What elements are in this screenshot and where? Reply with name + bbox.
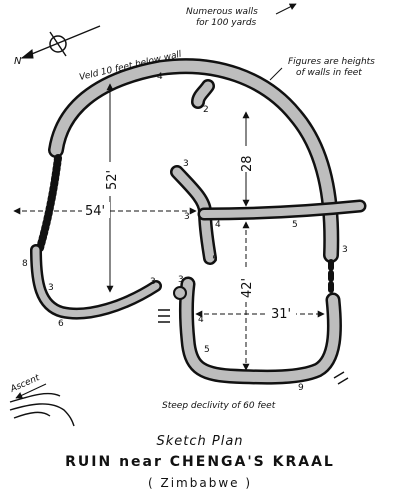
hatched-broken-wall [36, 154, 62, 252]
ascent-path-3 [13, 411, 51, 419]
wall-knob [173, 286, 187, 300]
wall-height-label: 2 [203, 105, 209, 115]
terrain-marks [9, 309, 349, 427]
ascent-path-2 [9, 403, 75, 427]
wall-height-label: 3 [150, 277, 156, 287]
wall-height-label: 6 [58, 319, 64, 329]
wall-height-label: 4 [198, 315, 204, 325]
north-arrow-icon [20, 49, 34, 59]
figures-note-leader [269, 67, 283, 81]
plan-subtitle: Sketch Plan [156, 434, 244, 449]
compass-letter: N [14, 56, 22, 67]
wall-height-label: 4 [215, 220, 221, 230]
wall-height-label: 5 [292, 220, 298, 230]
slope-hatch-left [158, 309, 170, 323]
slope-hatch-right [333, 371, 349, 385]
wall-height-label: 5 [212, 255, 218, 265]
lower-enclosure-wall [179, 276, 342, 385]
dimension-31-label: 31' [271, 307, 291, 322]
figures-note: of walls in feet [296, 68, 362, 78]
wall-height-label: 3 [342, 245, 348, 255]
left-lower-wall [30, 244, 162, 320]
ascent-arrow [15, 383, 47, 399]
walls [30, 58, 367, 385]
plan-location: ( Zimbabwe ) [147, 476, 253, 490]
wall-height-label: 9 [298, 383, 304, 393]
wall-height-label: 3 [48, 283, 54, 293]
compass-circle [49, 35, 67, 53]
dimension-52-label: 52' [105, 170, 120, 190]
compass-rose [20, 25, 101, 59]
numerous-walls-note: for 100 yards [196, 18, 257, 28]
ascent-path-1 [9, 392, 61, 403]
dimension-54-label: 54' [85, 204, 105, 219]
wall-height-label: 5 [204, 345, 210, 355]
ascent-note: Ascent [8, 373, 41, 395]
plan-title: RUIN near CHENGA'S KRAAL [65, 454, 335, 470]
numerous-walls-arrow [275, 3, 297, 15]
dimension-42-label: 42' [240, 278, 255, 298]
steep-declivity-note: Steep declivity of 60 feet [162, 401, 276, 411]
wall-height-label: 4 [157, 72, 163, 82]
wall-height-label: 3 [184, 212, 190, 222]
wall-height-label: 3 [183, 159, 189, 169]
wall-height-label: 8 [22, 259, 28, 269]
figures-note: Figures are heights [288, 57, 375, 67]
numerous-walls-note: Numerous walls [186, 7, 258, 17]
wall-height-label: 3 [178, 275, 184, 285]
dimension-28-label: 28 [240, 155, 255, 172]
